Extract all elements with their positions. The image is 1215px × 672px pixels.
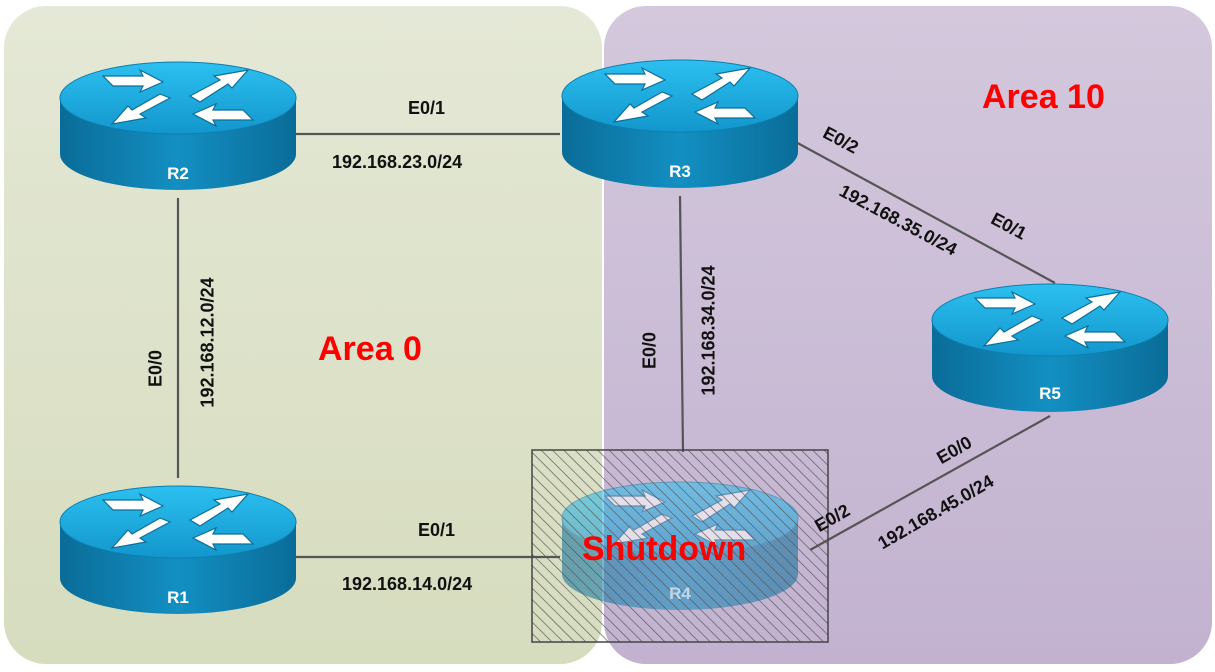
link-r1-r4-subnet: 192.168.14.0/24 bbox=[342, 574, 473, 594]
router-r3-label: R3 bbox=[669, 162, 691, 181]
link-r3-r5 bbox=[791, 139, 1056, 284]
links bbox=[176, 132, 1056, 559]
area0-label: Area 0 bbox=[318, 330, 422, 368]
shutdown-label: Shutdown bbox=[582, 530, 747, 568]
area10-label: Area 10 bbox=[982, 78, 1105, 116]
link-r2-r1-interface: E0/0 bbox=[145, 349, 166, 388]
shutdown-hatch-overlay bbox=[531, 449, 829, 643]
router-r5-label: R5 bbox=[1039, 384, 1061, 403]
link-r4-r5 bbox=[809, 415, 1051, 551]
link-r3-r4 bbox=[678, 195, 685, 453]
router-r4-label: R4 bbox=[669, 584, 691, 603]
link-r3-r4-interface: E0/0 bbox=[639, 331, 660, 370]
link-r2-r1-subnet: 192.168.12.0/24 bbox=[197, 277, 218, 408]
link-r2-r3-subnet: 192.168.23.0/24 bbox=[332, 152, 463, 172]
link-r1-r4-interface: E0/1 bbox=[418, 520, 456, 540]
router-r2-label: R2 bbox=[167, 164, 189, 183]
link-r2-r3-interface: E0/1 bbox=[408, 98, 446, 118]
link-r3-r4-subnet: 192.168.34.0/24 bbox=[698, 265, 719, 396]
router-r1-label: R1 bbox=[167, 588, 189, 607]
